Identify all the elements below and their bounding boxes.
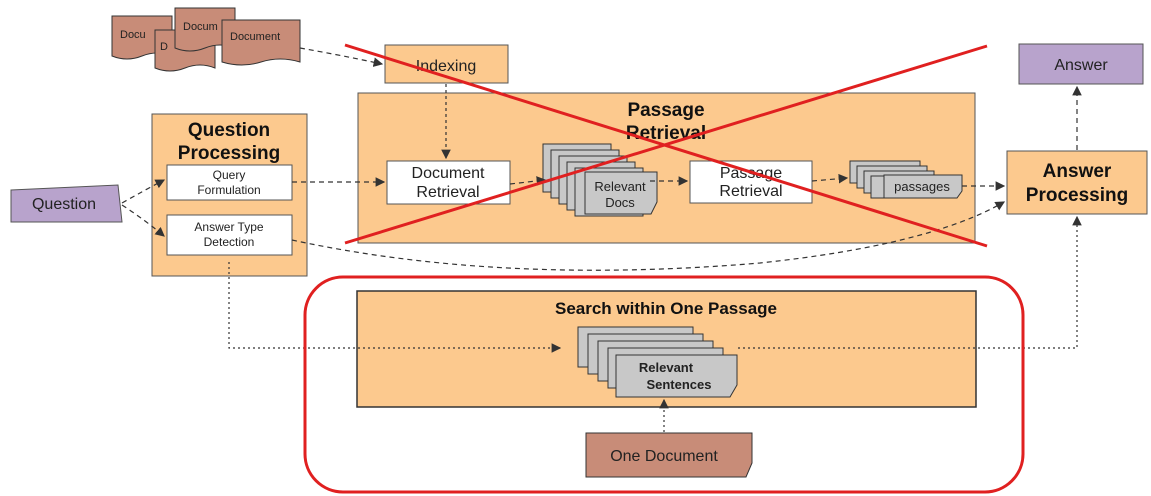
query-formulation-line2: Formulation <box>197 183 260 197</box>
doc-label-4: Document <box>230 31 280 43</box>
relevant-docs-line2: Docs <box>605 195 635 210</box>
answer-box: Answer <box>1018 43 1144 85</box>
question-processing-title-2: Processing <box>178 143 280 164</box>
answer-processing-line1: Answer <box>1043 161 1112 182</box>
answer-type-detection-box <box>166 214 293 256</box>
arrow-passageretrieval-to-passages <box>811 173 849 184</box>
doc-label-2: Docum <box>183 21 218 33</box>
document-retrieval-box <box>386 160 511 205</box>
one-document-label: One Document <box>610 448 718 465</box>
question-box: Question <box>10 184 123 223</box>
doc-label-1: Docu <box>120 29 146 41</box>
passage-retrieval-line2: Retrieval <box>719 183 782 200</box>
relevant-docs-stack: Relevant Docs <box>542 143 658 217</box>
question-processing-title-1: Question <box>188 120 270 141</box>
answer-processing-box: Answer Processing <box>1006 150 1148 215</box>
arrow-question-to-query <box>121 179 166 204</box>
search-within-passage-title: Search within One Passage <box>555 299 777 318</box>
red-highlight-outline <box>303 275 1025 494</box>
document-retrieval-line2: Retrieval <box>416 184 479 201</box>
arrow-question-to-answertype <box>121 204 165 237</box>
relevant-docs-line1: Relevant <box>594 179 646 194</box>
passage-retrieval-inner-box <box>689 160 813 204</box>
answer-processing-line2: Processing <box>1026 185 1128 206</box>
relevant-sentences-line1: Relevant <box>639 360 694 375</box>
question-label: Question <box>32 196 96 213</box>
passage-retrieval-title-2: Retrieval <box>626 123 706 144</box>
document-stack: Docu Docum D Document <box>111 7 301 72</box>
answer-type-line1: Answer Type <box>194 220 263 234</box>
one-document-box: One Document <box>585 432 753 478</box>
arrow-sentences-to-answerprocessing <box>738 215 1082 349</box>
query-formulation-line1: Query <box>213 168 246 182</box>
passages-stack: passages <box>849 160 963 199</box>
answer-type-line2: Detection <box>204 235 255 249</box>
arrow-docretrieval-to-relevantdocs <box>509 176 547 186</box>
passages-label: passages <box>894 179 950 194</box>
search-within-passage-box: Search within One Passage Relevant Sente… <box>356 290 977 408</box>
question-processing-box: Question Processing Query Formulation An… <box>151 113 308 277</box>
arrow-docs-to-indexing <box>299 47 384 67</box>
indexing-label: Indexing <box>416 58 477 75</box>
red-cross-line-2 <box>344 44 988 245</box>
passage-retrieval-title-1: Passage <box>627 100 704 121</box>
doc-label-3: D <box>160 41 168 53</box>
answer-label: Answer <box>1054 57 1108 74</box>
relevant-sentences-line2: Sentences <box>646 377 711 392</box>
red-cross-out <box>344 43 988 248</box>
document-retrieval-line1: Document <box>412 165 485 182</box>
passage-retrieval-box: Passage Retrieval Document Retrieval Rel… <box>357 92 976 244</box>
relevant-sentences-stack: Relevant Sentences <box>577 326 738 398</box>
arrow-answertype-to-sentences <box>228 262 562 353</box>
